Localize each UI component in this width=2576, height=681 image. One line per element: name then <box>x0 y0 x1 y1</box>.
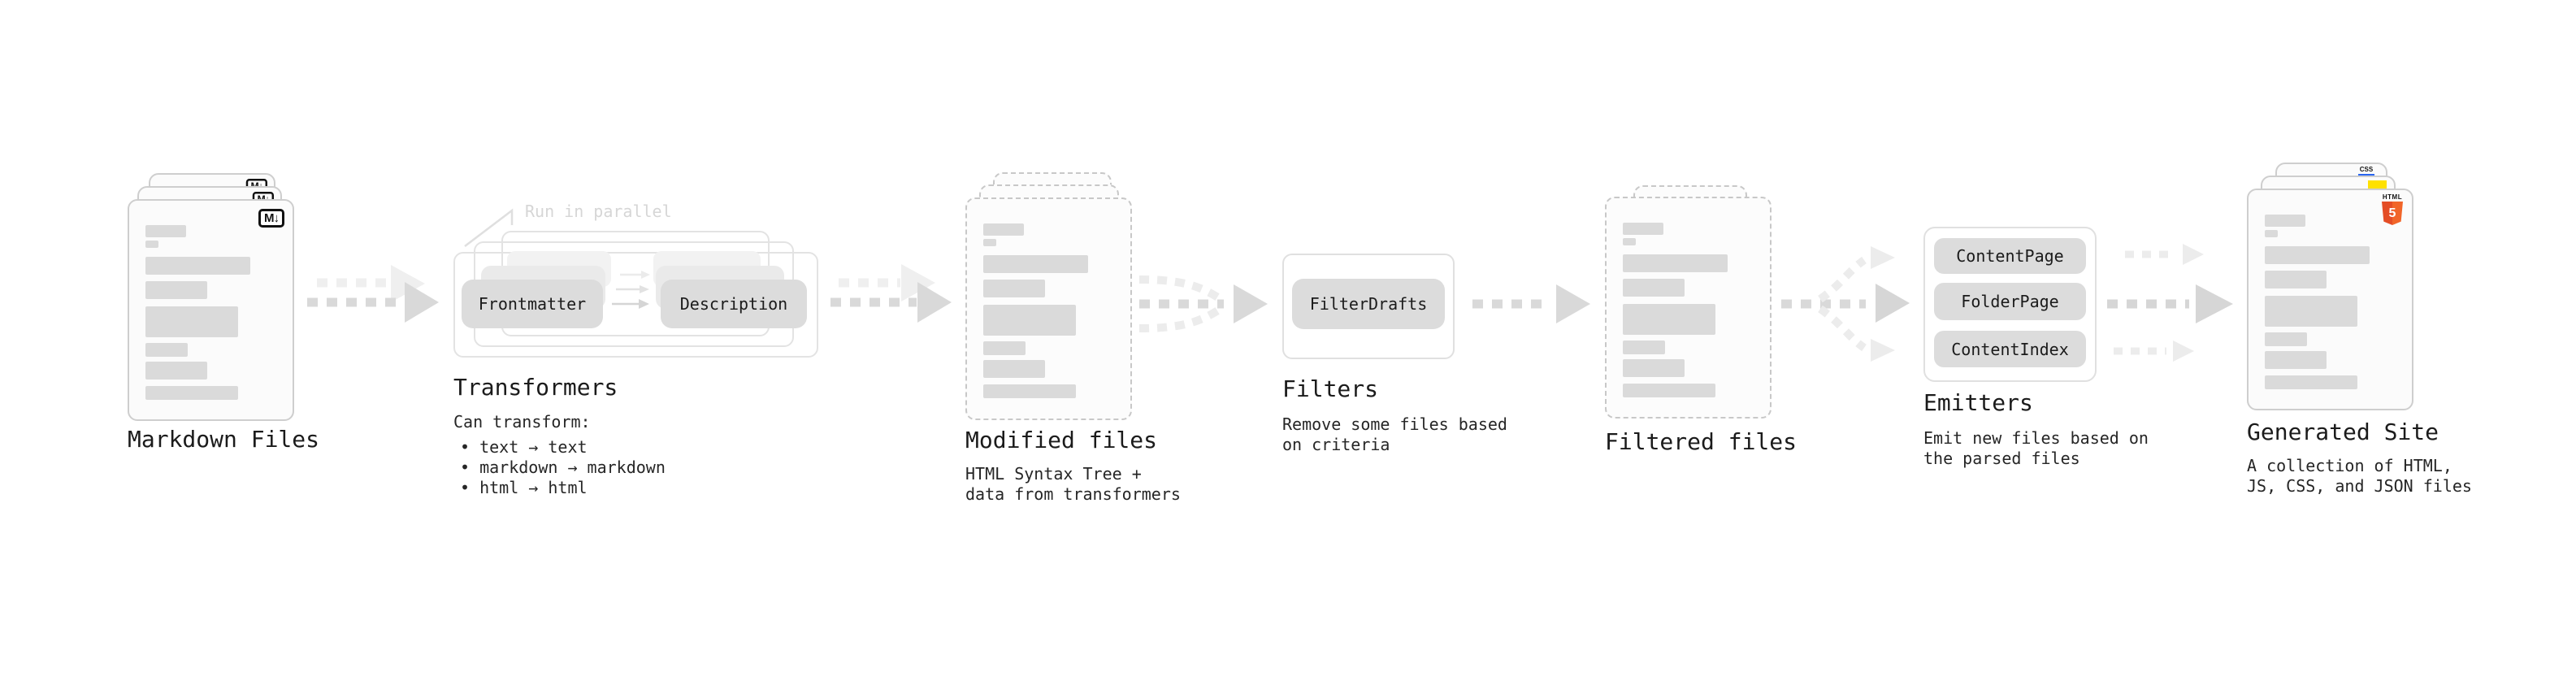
text-line-bar <box>983 223 1024 236</box>
emitters-description-line: Emit new files based on <box>1923 428 2149 448</box>
text-line-bar <box>983 341 1026 355</box>
modified-description-line: data from transformers <box>965 484 1181 504</box>
arrow-ghost <box>839 264 935 301</box>
generated-document-html: HTML 5 <box>2247 189 2413 410</box>
emitters-box <box>1923 227 2097 382</box>
text-line-bar <box>983 360 1045 378</box>
contentindex-chip: ContentIndex <box>1934 331 2086 367</box>
arrow-filters-to-filtered <box>1472 284 1590 323</box>
text-line-bar <box>1623 238 1637 245</box>
document-text-lines <box>1623 223 1754 397</box>
text-line-bar <box>2265 230 2279 237</box>
modified-document-front <box>965 197 1132 420</box>
text-line-bar <box>1623 384 1716 397</box>
text-line-bar <box>145 306 239 337</box>
stage-label-generated-site: Generated Site <box>2247 419 2439 445</box>
frontmatter-chip: Frontmatter <box>462 280 603 328</box>
text-line-bar <box>1623 340 1665 354</box>
filters-box <box>1282 254 1455 359</box>
text-line-bar <box>983 384 1077 398</box>
text-line-bar <box>1623 254 1728 272</box>
text-line-bar <box>983 305 1077 336</box>
text-line-bar <box>145 343 188 357</box>
filters-description-line: on criteria <box>1282 435 1390 454</box>
text-line-bar <box>1623 223 1663 235</box>
text-line-bar <box>145 362 207 380</box>
emitters-description-line: the parsed files <box>1923 449 2080 468</box>
text-line-bar <box>145 241 159 248</box>
transformers-bullet: • text → text <box>460 437 588 457</box>
html5-shield: 5 <box>2382 202 2403 225</box>
text-line-bar <box>2265 296 2358 327</box>
text-line-bar <box>2265 351 2327 369</box>
generated-description-line: JS, CSS, and JSON files <box>2247 476 2472 496</box>
modified-description-line: HTML Syntax Tree + <box>965 464 1142 484</box>
text-line-bar <box>145 225 186 237</box>
text-line-bar <box>145 257 250 275</box>
text-line-bar <box>145 281 207 299</box>
stage-label-transformers: Transformers <box>453 374 618 401</box>
stage-label-modified-files: Modified files <box>965 427 1158 453</box>
stage-label-filtered-files: Filtered files <box>1605 428 1798 455</box>
filtered-document-front <box>1605 197 1772 419</box>
description-chip: Description <box>661 280 807 328</box>
transformers-description: Can transform: <box>453 412 591 432</box>
arrow-filtered-to-emitters-fan-out <box>1781 246 1910 362</box>
stage-label-emitters: Emitters <box>1923 389 2033 416</box>
markdown-document-front: M↓ <box>128 199 294 421</box>
arrow-markdown-to-transformers <box>307 265 439 323</box>
document-text-lines <box>2265 215 2396 389</box>
text-line-bar <box>145 386 239 400</box>
transformer-layer-front <box>453 252 818 358</box>
html5-number: 5 <box>2388 206 2396 220</box>
html5-logo-icon: HTML 5 <box>2381 193 2404 225</box>
arrow-transformers-to-modified <box>830 264 952 323</box>
contentpage-chip: ContentPage <box>1934 238 2086 274</box>
run-in-parallel-annotation: Run in parallel <box>525 202 672 221</box>
text-line-bar <box>2265 215 2305 227</box>
document-text-lines <box>145 225 276 400</box>
transformers-bullet: • html → html <box>460 478 588 497</box>
text-line-bar <box>1623 359 1685 377</box>
generated-description-line: A collection of HTML, <box>2247 456 2452 475</box>
text-line-bar <box>983 255 1088 273</box>
transformers-bullet: • markdown → markdown <box>460 458 666 477</box>
html5-logo-wordmark: HTML <box>2382 193 2403 201</box>
arrow-modified-to-filters-fan-in <box>1138 275 1268 332</box>
folderpage-chip: FolderPage <box>1934 283 2086 320</box>
text-line-bar <box>2265 271 2327 288</box>
text-line-bar <box>2265 332 2307 346</box>
text-line-bar <box>983 239 997 246</box>
stage-label-filters: Filters <box>1282 375 1379 402</box>
document-text-lines <box>983 223 1114 398</box>
filterdrafts-chip: FilterDrafts <box>1292 279 1445 329</box>
filters-description-line: Remove some files based <box>1282 414 1507 434</box>
text-line-bar <box>1623 279 1685 297</box>
stage-label-markdown-files: Markdown Files <box>128 426 320 453</box>
text-line-bar <box>2265 375 2358 389</box>
arrows-emitters-to-generated <box>2107 244 2233 362</box>
text-line-bar <box>2265 246 2370 264</box>
text-line-bar <box>1623 304 1716 335</box>
css-badge-label: CSS <box>2359 166 2374 173</box>
arrow-ghost <box>317 265 425 302</box>
markdown-icon: M↓ <box>258 209 284 228</box>
text-line-bar <box>983 280 1045 297</box>
